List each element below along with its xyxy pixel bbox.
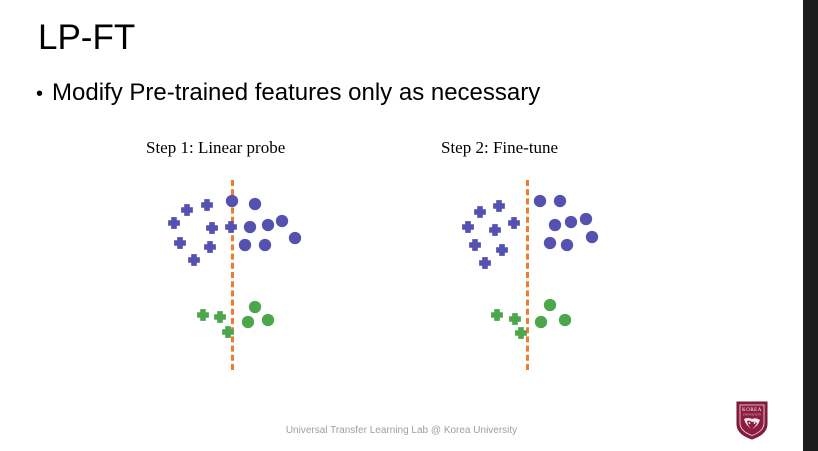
- decision-boundary-line: [526, 180, 529, 370]
- data-point-cross: [492, 199, 506, 213]
- data-point-circle: [261, 218, 275, 232]
- bullet-dot-icon: •: [36, 83, 44, 105]
- data-point-cross: [514, 326, 528, 340]
- data-point-cross: [473, 205, 487, 219]
- data-point-cross: [490, 308, 504, 322]
- data-point-cross: [200, 198, 214, 212]
- data-point-cross: [221, 325, 235, 339]
- data-point-cross: [495, 243, 509, 257]
- data-point-cross: [507, 216, 521, 230]
- step-2-label: Step 2: Fine-tune: [441, 138, 559, 157]
- data-point-circle: [248, 300, 262, 314]
- step-1-label: Step 1: Linear probe: [146, 138, 286, 157]
- data-point-circle: [243, 220, 257, 234]
- data-point-cross: [167, 216, 181, 230]
- data-point-circle: [548, 218, 562, 232]
- data-point-circle: [225, 194, 239, 208]
- data-point-circle: [248, 197, 262, 211]
- data-point-circle: [533, 194, 547, 208]
- scatter-plot-step-2: [455, 175, 795, 375]
- data-point-cross: [461, 220, 475, 234]
- data-point-circle: [579, 212, 593, 226]
- data-point-circle: [560, 238, 574, 252]
- data-point-cross: [213, 310, 227, 324]
- data-point-cross: [196, 308, 210, 322]
- bullet-point: • Modify Pre-trained features only as ne…: [36, 79, 540, 107]
- data-point-cross: [173, 236, 187, 250]
- data-point-circle: [543, 298, 557, 312]
- decision-boundary-line: [231, 180, 234, 370]
- data-point-circle: [585, 230, 599, 244]
- data-point-circle: [241, 315, 255, 329]
- svg-text:UNIVERSITY: UNIVERSITY: [743, 414, 762, 417]
- data-point-circle: [258, 238, 272, 252]
- right-edge-band: [803, 0, 818, 451]
- data-point-cross: [224, 220, 238, 234]
- data-point-cross: [488, 223, 502, 237]
- data-point-cross: [468, 238, 482, 252]
- page-title: LP-FT: [38, 18, 136, 57]
- footer-text: Universal Transfer Learning Lab @ Korea …: [285, 425, 518, 436]
- data-point-cross: [187, 253, 201, 267]
- data-point-circle: [543, 236, 557, 250]
- svg-text:KOREA: KOREA: [742, 408, 762, 413]
- data-point-cross: [508, 312, 522, 326]
- data-point-cross: [478, 256, 492, 270]
- data-point-circle: [564, 215, 578, 229]
- data-point-circle: [238, 238, 252, 252]
- data-point-circle: [275, 214, 289, 228]
- data-point-circle: [558, 313, 572, 327]
- korea-university-logo-icon: KOREA UNIVERSITY: [735, 400, 769, 440]
- data-point-cross: [205, 221, 219, 235]
- data-point-cross: [180, 203, 194, 217]
- bullet-text: Modify Pre-trained features only as nece…: [52, 79, 541, 106]
- data-point-circle: [261, 313, 275, 327]
- data-point-circle: [288, 231, 302, 245]
- scatter-plot-step-1: [160, 175, 500, 375]
- data-point-circle: [534, 315, 548, 329]
- data-point-cross: [203, 240, 217, 254]
- data-point-circle: [553, 194, 567, 208]
